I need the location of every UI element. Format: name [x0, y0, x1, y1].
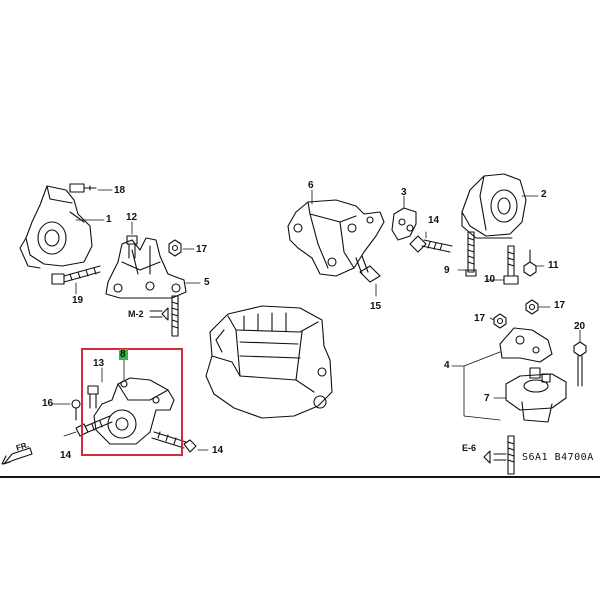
callout-18[interactable]: 18 — [114, 185, 126, 196]
bolt-19 — [51, 265, 101, 285]
callout-17-right-b[interactable]: 17 — [474, 313, 486, 324]
stud-m2 — [149, 295, 179, 337]
callout-8-highlighted[interactable]: 8 — [119, 349, 128, 360]
part-1-mount[interactable] — [19, 185, 93, 269]
callout-12-lower[interactable]: 13 — [93, 358, 105, 369]
callout-15[interactable]: 15 — [370, 301, 382, 312]
part-8-highlight-box — [81, 348, 183, 456]
part-7-mount[interactable] — [505, 367, 567, 423]
callout-13[interactable]: 14 — [60, 450, 72, 461]
ref-m2[interactable]: M-2 — [128, 309, 144, 319]
part-5-bracket[interactable] — [105, 237, 187, 299]
callout-14-lower[interactable]: 14 — [212, 445, 224, 456]
nut-17-left — [168, 239, 182, 257]
drawing-code: S6A1 B4700A — [522, 452, 594, 463]
stud-9 — [465, 231, 477, 277]
callout-20[interactable]: 20 — [574, 321, 586, 332]
nut-17-right-a — [525, 299, 539, 315]
callout-16[interactable]: 16 — [42, 398, 54, 409]
bolt-18 — [69, 183, 97, 193]
nut-17-right-b — [493, 313, 507, 329]
callout-17-left[interactable]: 17 — [196, 244, 208, 255]
ref-e6[interactable]: E-6 — [462, 443, 477, 453]
bolt-14-upper — [409, 235, 453, 253]
callout-10[interactable]: 10 — [484, 274, 496, 285]
part-6-bracket[interactable] — [287, 199, 385, 277]
callout-12-upper[interactable]: 12 — [126, 212, 138, 223]
callout-5[interactable]: 5 — [204, 277, 210, 288]
bolt-10 — [503, 245, 519, 285]
leader-lines — [51, 189, 581, 451]
callout-9[interactable]: 9 — [444, 265, 450, 276]
callout-7[interactable]: 7 — [484, 393, 490, 404]
bottom-rule — [0, 476, 600, 478]
callout-6[interactable]: 6 — [308, 180, 314, 191]
callout-11[interactable]: 11 — [548, 260, 559, 271]
bolt-20 — [573, 341, 587, 387]
callout-2[interactable]: 2 — [541, 189, 547, 200]
bolt-15 — [355, 255, 381, 283]
callout-1[interactable]: 1 — [106, 214, 112, 225]
washer-16 — [71, 399, 81, 421]
stud-e6 — [483, 435, 515, 475]
bolt-12-lower — [87, 385, 99, 409]
callout-19[interactable]: 19 — [72, 295, 84, 306]
callout-4[interactable]: 4 — [444, 360, 450, 371]
bolt-14-lower — [151, 431, 197, 453]
callout-14-upper[interactable]: 14 — [428, 215, 440, 226]
part-2-mount[interactable] — [461, 173, 527, 239]
bolt-12-upper — [126, 235, 138, 259]
callout-8-label: 8 — [120, 349, 126, 360]
engine-block — [205, 305, 333, 419]
callout-17-right-a[interactable]: 17 — [554, 300, 566, 311]
bolt-11 — [523, 249, 537, 277]
part-4-bracket[interactable] — [499, 327, 553, 363]
front-arrow-icon — [1, 447, 33, 465]
part-8-mount[interactable] — [93, 377, 175, 445]
part-3-bracket[interactable] — [391, 207, 417, 241]
callout-3[interactable]: 3 — [401, 187, 407, 198]
